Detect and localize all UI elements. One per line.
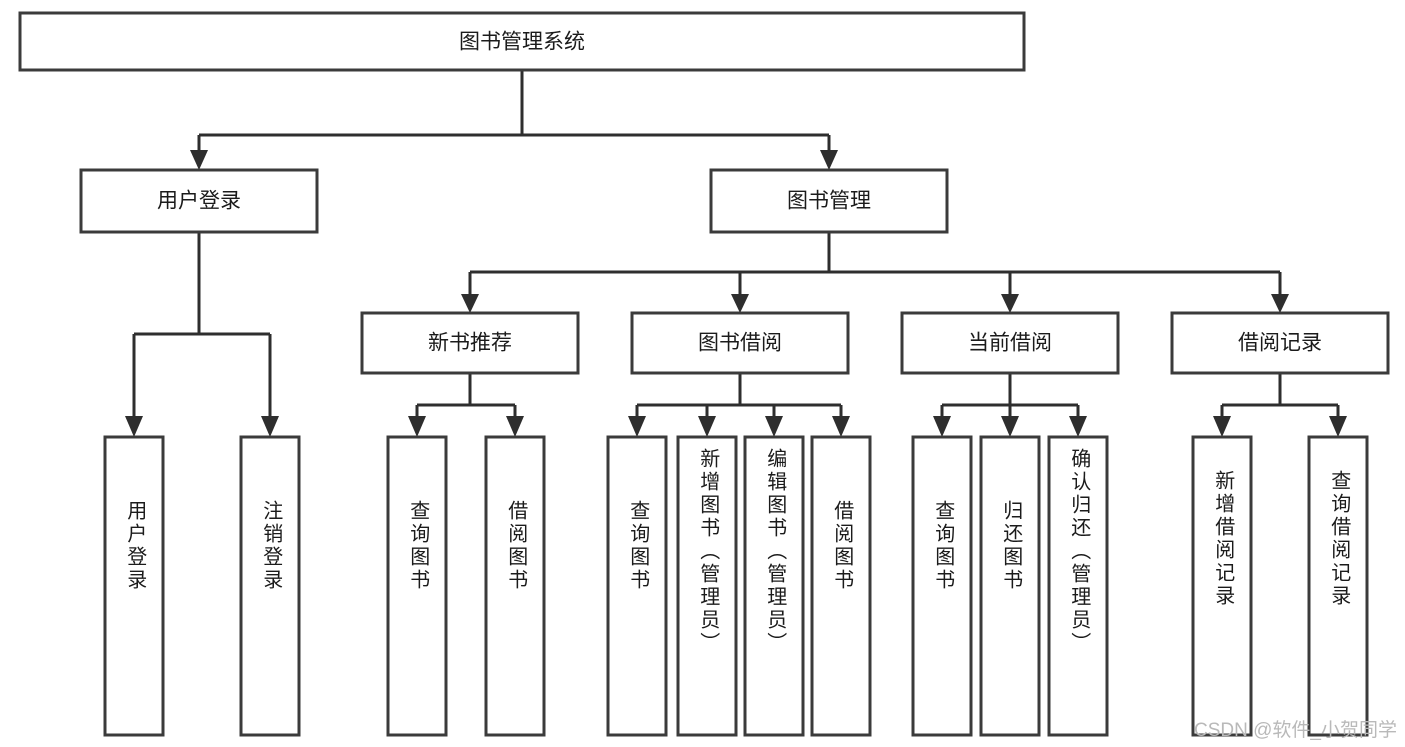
node-leaf-confirm-return[interactable]: 确认归还（管理员） <box>1047 435 1109 737</box>
arrow-book-borrow <box>731 294 749 313</box>
arrow-leaf-add-book <box>698 416 716 437</box>
arrow-new-book-recommend <box>461 294 479 313</box>
node-leaf-query-book-3-box[interactable] <box>911 435 973 737</box>
node-leaf-return-book-box[interactable] <box>979 435 1041 737</box>
node-leaf-return-book[interactable]: 归还图书 <box>979 435 1041 737</box>
node-leaf-borrow-book-1-label: 借阅图书 <box>505 500 528 592</box>
node-leaf-edit-book-label: 编辑图书（管理员） <box>764 448 787 655</box>
node-leaf-logout-login-box[interactable] <box>239 435 301 737</box>
arrow-leaf-query-book-2 <box>628 416 646 437</box>
arrow-leaf-confirm-return <box>1069 416 1087 437</box>
node-book-borrow-label: 图书借阅 <box>698 332 782 355</box>
arrow-leaf-logout <box>261 416 279 437</box>
node-leaf-add-book[interactable]: 新增图书（管理员） <box>676 435 738 737</box>
node-new-book-recommend-label: 新书推荐 <box>428 332 512 355</box>
node-current-borrow[interactable]: 当前借阅 <box>900 311 1120 375</box>
node-leaf-confirm-return-label: 确认归还（管理员） <box>1068 448 1091 655</box>
node-leaf-edit-book-box[interactable] <box>743 435 805 737</box>
node-borrow-record-box[interactable] <box>1170 311 1390 375</box>
connector-group-user-login <box>125 232 279 437</box>
connector-group-root <box>190 70 838 170</box>
node-leaf-query-book-2-box[interactable] <box>606 435 668 737</box>
node-leaf-add-book-label: 新增图书（管理员） <box>697 448 720 655</box>
node-leaf-add-record-box[interactable] <box>1191 435 1253 737</box>
node-leaf-borrow-book-2-box[interactable] <box>810 435 872 737</box>
node-leaf-query-record[interactable]: 查询借阅记录 <box>1307 435 1369 737</box>
node-current-borrow-box[interactable] <box>900 311 1120 375</box>
node-leaf-user-login-label: 用户登录 <box>124 500 147 592</box>
node-leaf-logout-login-label: 注销登录 <box>260 500 283 592</box>
node-borrow-record[interactable]: 借阅记录 <box>1170 311 1390 375</box>
node-new-book-recommend-box[interactable] <box>360 311 580 375</box>
arrow-leaf-borrow-book-2 <box>832 416 850 437</box>
arrow-leaf-add-record <box>1213 416 1231 437</box>
arrow-borrow-record <box>1271 294 1289 313</box>
arrow-leaf-query-record <box>1329 416 1347 437</box>
connector-group-new-book-recommend <box>408 373 524 437</box>
connector-group-book-borrow <box>628 373 850 437</box>
connector-group-book-management <box>461 232 1289 313</box>
node-leaf-borrow-book-1[interactable]: 借阅图书 <box>484 435 546 737</box>
node-leaf-add-record[interactable]: 新增借阅记录 <box>1191 435 1253 737</box>
node-book-borrow-box[interactable] <box>630 311 850 375</box>
node-root-box[interactable] <box>18 11 1026 72</box>
connector-group-current-borrow <box>933 373 1087 437</box>
node-leaf-user-login[interactable]: 用户登录 <box>103 435 165 737</box>
node-leaf-query-record-box[interactable] <box>1307 435 1369 737</box>
node-leaf-user-login-box[interactable] <box>103 435 165 737</box>
node-leaf-query-record-label: 查询借阅记录 <box>1328 470 1351 608</box>
node-borrow-record-label: 借阅记录 <box>1238 332 1322 355</box>
node-leaf-confirm-return-box[interactable] <box>1047 435 1109 737</box>
node-leaf-logout-login[interactable]: 注销登录 <box>239 435 301 737</box>
node-leaf-borrow-book-2-label: 借阅图书 <box>831 500 854 592</box>
node-leaf-query-book-1-label: 查询图书 <box>407 500 430 592</box>
arrow-leaf-edit-book <box>765 416 783 437</box>
arrow-leaf-borrow-book-1 <box>506 416 524 437</box>
node-leaf-return-book-label: 归还图书 <box>1000 500 1023 592</box>
connector-group-borrow-record <box>1213 373 1347 437</box>
node-book-management-box[interactable] <box>709 168 949 234</box>
arrow-leaf-user-login <box>125 416 143 437</box>
arrow-leaf-return-book <box>1001 416 1019 437</box>
node-leaf-edit-book[interactable]: 编辑图书（管理员） <box>743 435 805 737</box>
node-leaf-query-book-3-label: 查询图书 <box>932 500 955 592</box>
arrow-leaf-query-book-1 <box>408 416 426 437</box>
node-leaf-query-book-2-label: 查询图书 <box>627 500 650 592</box>
node-user-login[interactable]: 用户登录 <box>79 168 319 234</box>
node-leaf-query-book-2[interactable]: 查询图书 <box>606 435 668 737</box>
node-root[interactable]: 图书管理系统 <box>18 11 1026 72</box>
node-root-label: 图书管理系统 <box>459 31 585 54</box>
node-user-login-box[interactable] <box>79 168 319 234</box>
node-book-borrow[interactable]: 图书借阅 <box>630 311 850 375</box>
node-leaf-query-book-1[interactable]: 查询图书 <box>386 435 448 737</box>
csdn-watermark: CSDN @软件_小贺同学 <box>1194 720 1397 741</box>
node-book-management-label: 图书管理 <box>787 190 871 213</box>
arrow-leaf-query-book-3 <box>933 416 951 437</box>
node-new-book-recommend[interactable]: 新书推荐 <box>360 311 580 375</box>
arrow-current-borrow <box>1001 294 1019 313</box>
node-leaf-query-book-1-box[interactable] <box>386 435 448 737</box>
node-current-borrow-label: 当前借阅 <box>968 332 1052 355</box>
node-leaf-query-book-3[interactable]: 查询图书 <box>911 435 973 737</box>
node-leaf-borrow-book-1-box[interactable] <box>484 435 546 737</box>
node-leaf-add-book-box[interactable] <box>676 435 738 737</box>
arrow-user-login <box>190 150 208 170</box>
node-book-management[interactable]: 图书管理 <box>709 168 949 234</box>
node-leaf-borrow-book-2[interactable]: 借阅图书 <box>810 435 872 737</box>
arrow-book-management <box>820 150 838 170</box>
node-user-login-label: 用户登录 <box>157 190 241 213</box>
node-leaf-add-record-label: 新增借阅记录 <box>1212 470 1235 608</box>
